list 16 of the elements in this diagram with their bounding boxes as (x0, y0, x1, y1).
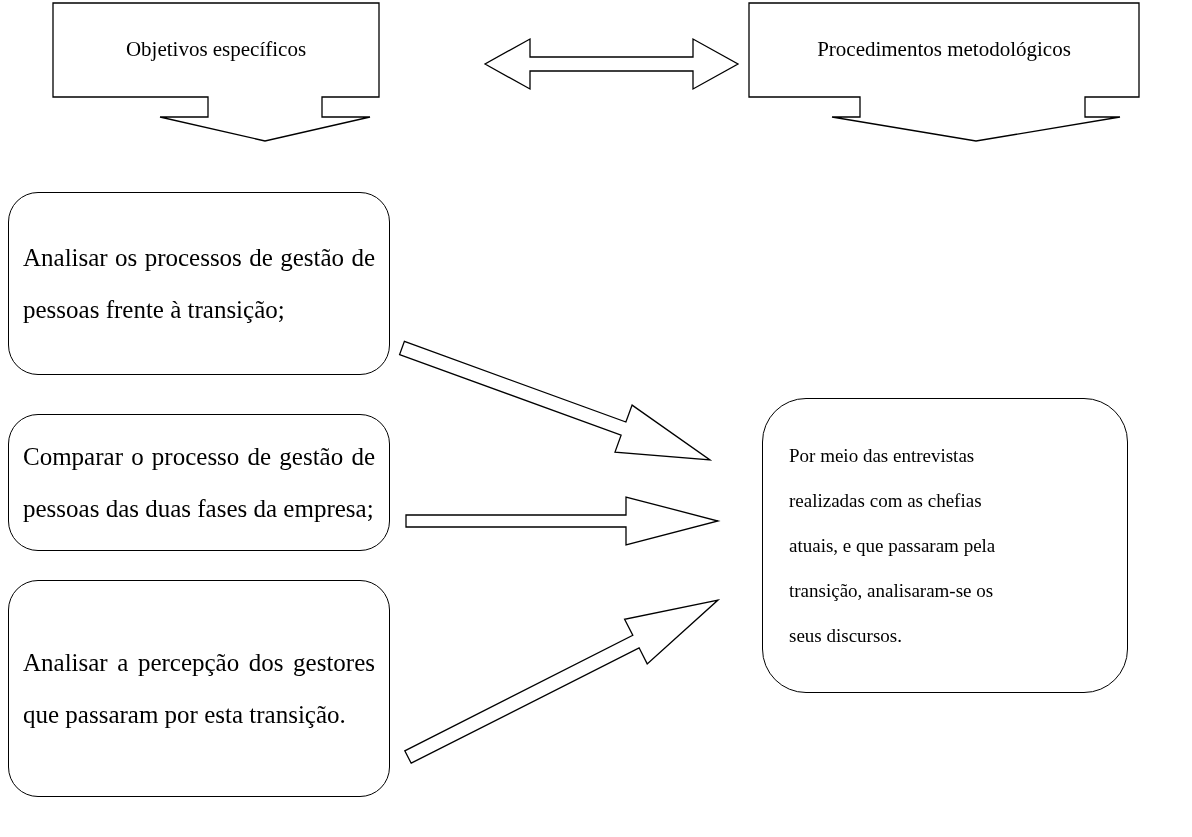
box-text: Analisar os processos de gestão de pessoas frente à transição; (23, 242, 375, 325)
arrow-callout (748, 2, 1140, 142)
box-text: Por meio das entrevistas realizadas com as chefias atuais, e que passaram pela transição, analisaram-se os seus discursos. (789, 444, 997, 648)
block-arrow (398, 340, 713, 461)
callout-heading: Procedimentos metodológicos (816, 35, 1072, 63)
callout-heading: Objetivos específicos (124, 35, 308, 63)
rounded-box (8, 414, 390, 551)
rounded-box (8, 580, 390, 797)
box-text: Comparar o processo de gestão de pessoas das duas fases da empresa; (23, 441, 375, 524)
block-arrow (403, 598, 721, 765)
block-arrow (405, 496, 721, 546)
arrow-callout (52, 2, 380, 142)
rounded-box (8, 192, 390, 375)
rounded-box (762, 398, 1128, 693)
block-arrow (483, 37, 740, 91)
box-text: Analisar a percepção dos gestores que passaram por esta transição. (23, 647, 375, 730)
